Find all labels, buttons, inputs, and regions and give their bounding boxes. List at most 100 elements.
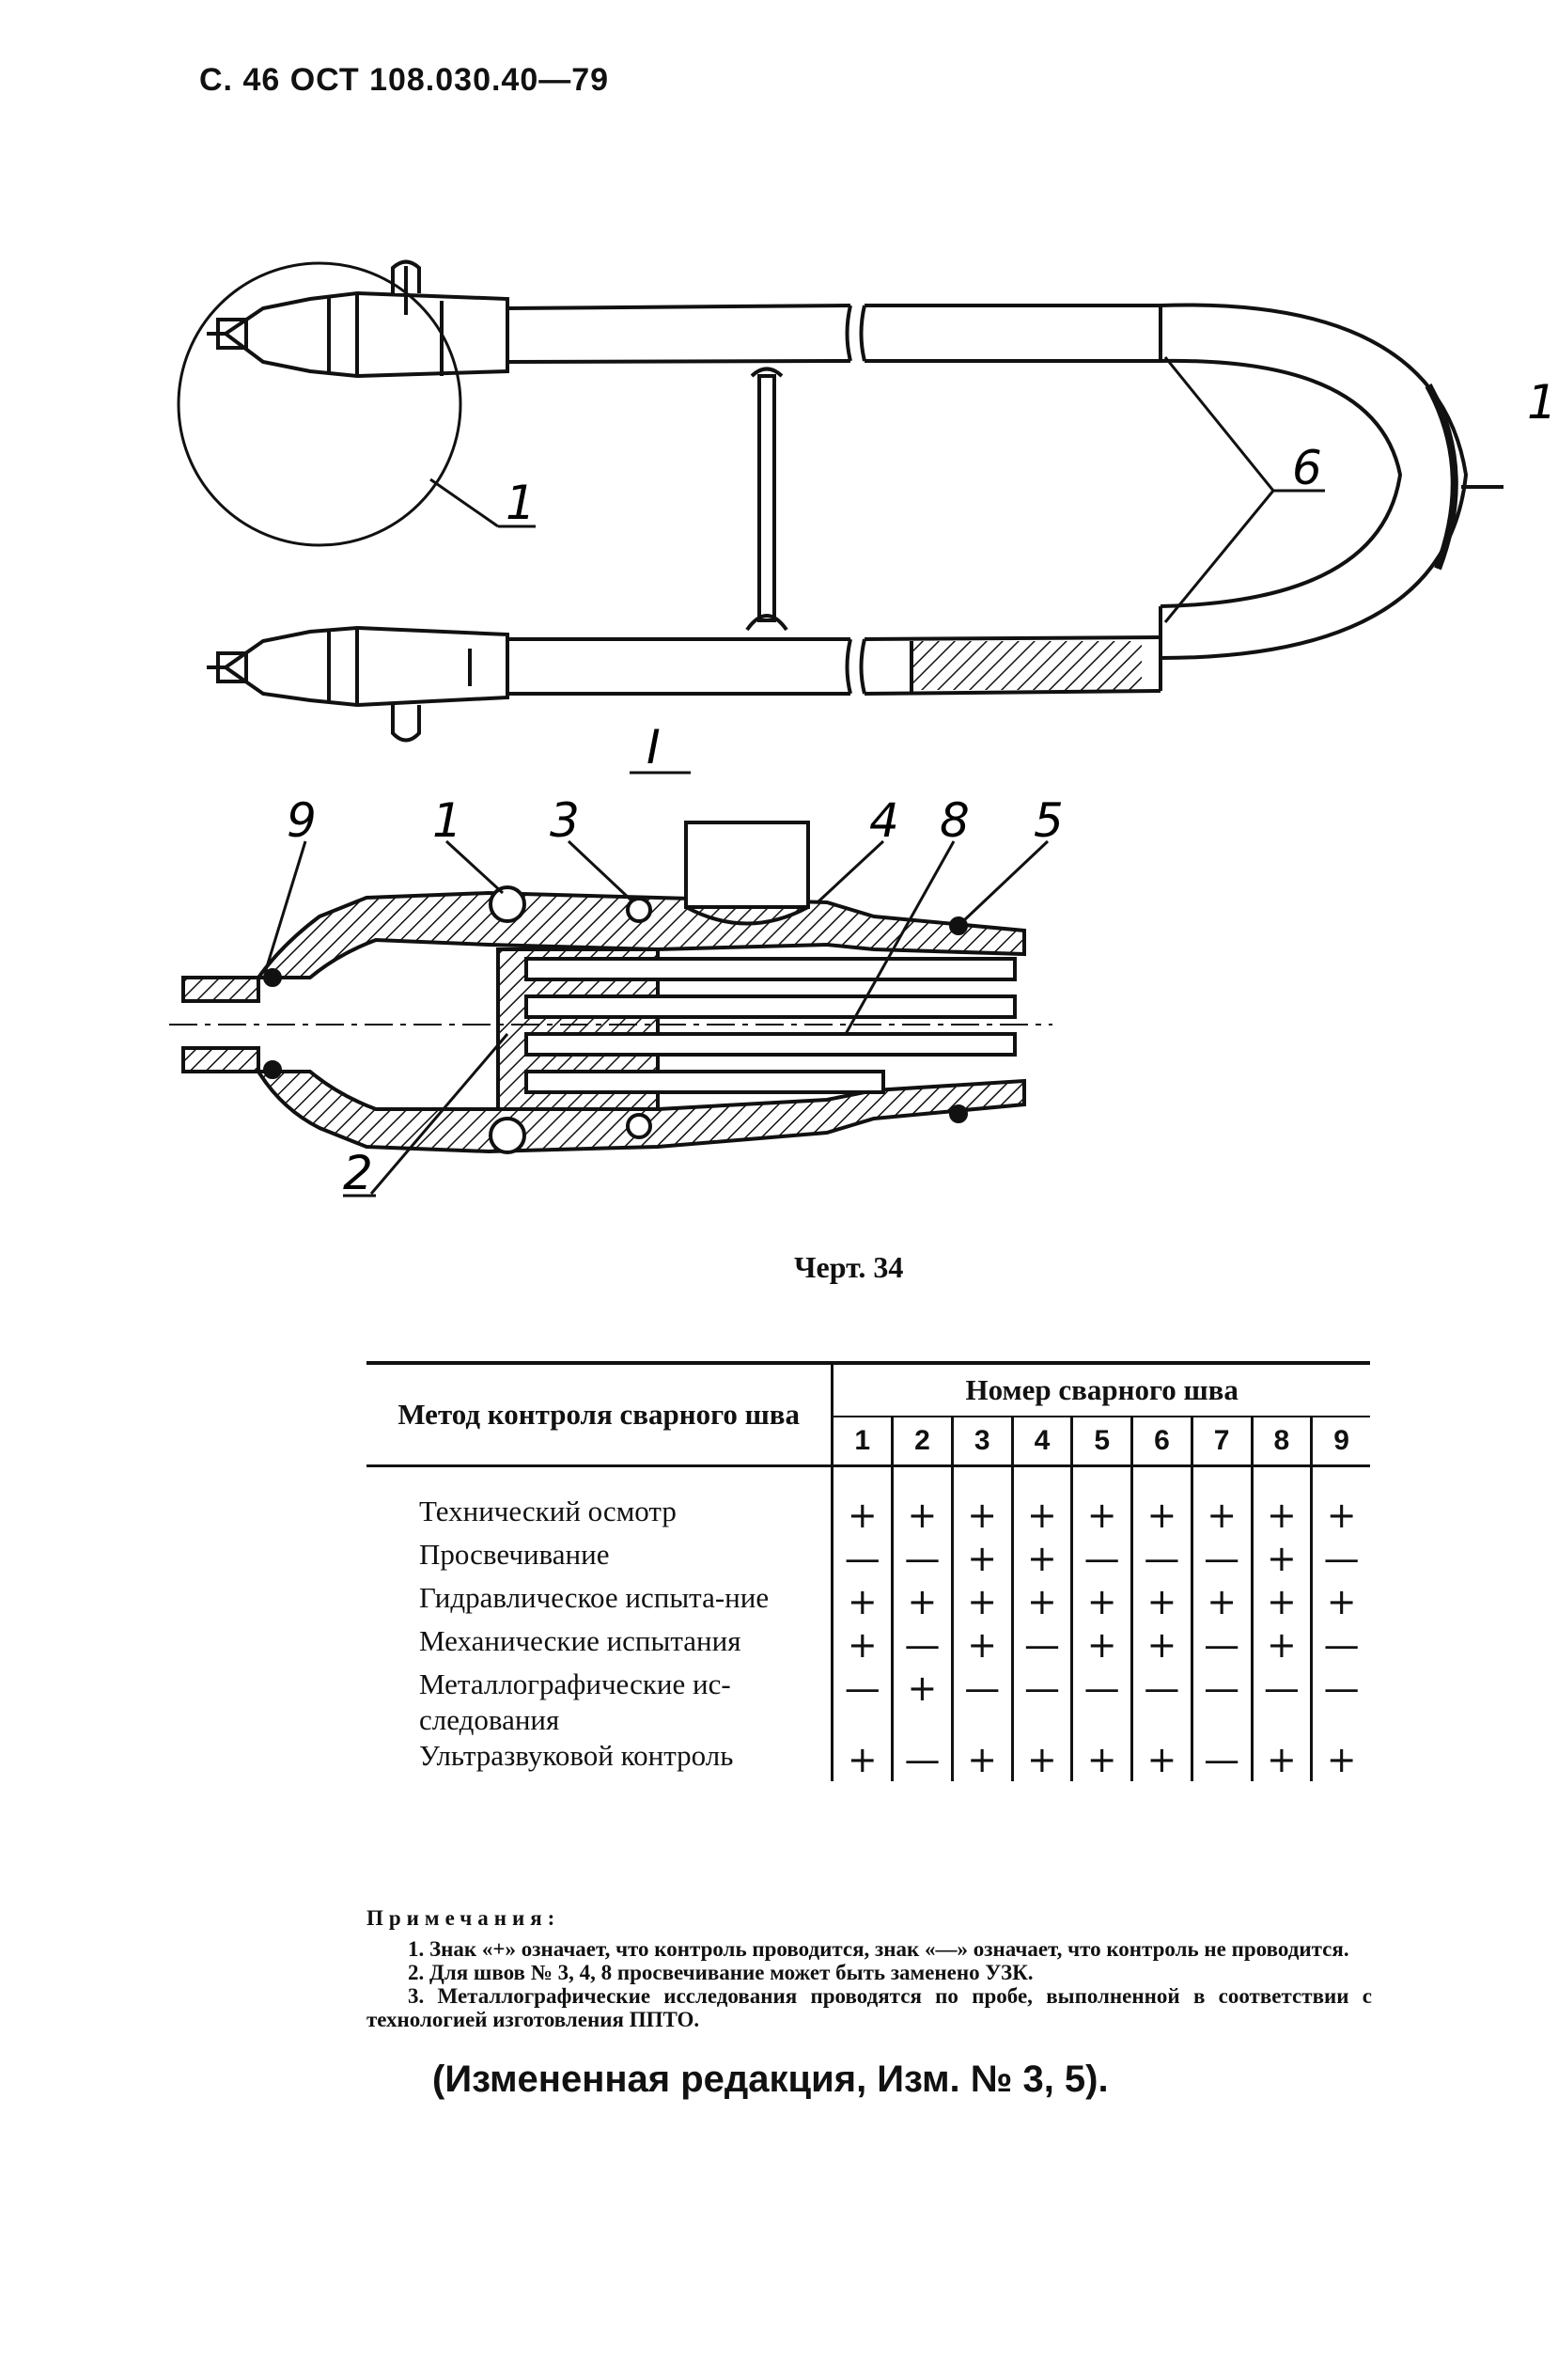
method-name: Металлографические ис-следования xyxy=(419,1668,731,1736)
mark-cell: + xyxy=(1250,1738,1312,1781)
mark-cell: + xyxy=(1250,1580,1312,1623)
mark-cell: + xyxy=(1070,1623,1132,1667)
method-name: Просвечивание xyxy=(419,1538,610,1571)
mark-cell: — xyxy=(950,1667,1013,1738)
mark-cell: — xyxy=(1310,1537,1370,1580)
amendment-note: (Измененная редакция, Изм. № 3, 5). xyxy=(432,2059,1109,2100)
mark-cell: + xyxy=(1070,1494,1132,1537)
label-detail-3: 3 xyxy=(550,793,580,848)
note-item: 3. Металлографические исследования прово… xyxy=(366,1984,1372,2031)
mark-cell: — xyxy=(1190,1623,1253,1667)
method-column-header: Метод контроля сварного шва xyxy=(366,1361,833,1467)
mark-cell: — xyxy=(1010,1667,1072,1738)
mark-cell: + xyxy=(1010,1494,1072,1537)
method-name: Гидравлическое испыта-ние xyxy=(419,1581,770,1614)
mark-cell: + xyxy=(831,1494,893,1537)
mark-cell: + xyxy=(950,1494,1013,1537)
mark-cell: + xyxy=(831,1738,893,1781)
mark-cell: + xyxy=(1310,1494,1370,1537)
mark-cell: + xyxy=(1310,1580,1370,1623)
mark-cell: + xyxy=(950,1738,1013,1781)
table-row: Технический осмотр + + + + + + + + + xyxy=(366,1494,1370,1537)
label-main-1: 1 xyxy=(506,476,536,530)
notes-title: Примечания: xyxy=(366,1906,561,1930)
method-name: Технический осмотр xyxy=(419,1495,677,1527)
weld-number: 4 xyxy=(1010,1417,1072,1467)
mark-cell: — xyxy=(1190,1667,1253,1738)
table-row: Металлографические ис-следования — + — —… xyxy=(366,1667,1370,1738)
weld-number: 2 xyxy=(891,1417,953,1467)
weld-number: 6 xyxy=(1130,1417,1192,1467)
mark-cell: — xyxy=(891,1623,953,1667)
mark-cell: — xyxy=(831,1667,893,1738)
mark-cell: — xyxy=(1310,1623,1370,1667)
weld-number: 5 xyxy=(1070,1417,1132,1467)
mark-cell: + xyxy=(1310,1738,1370,1781)
mark-cell: — xyxy=(831,1537,893,1580)
weld-number: 1 xyxy=(831,1417,893,1467)
main-view xyxy=(177,259,1503,743)
label-detail-8: 8 xyxy=(940,793,970,848)
mark-cell: + xyxy=(831,1623,893,1667)
label-main-6: 6 xyxy=(1292,441,1322,495)
mark-cell: + xyxy=(950,1537,1013,1580)
mark-cell: — xyxy=(1010,1623,1072,1667)
weld-number-row: 1 2 3 4 5 6 7 8 9 xyxy=(366,1417,1370,1467)
mark-cell: + xyxy=(891,1580,953,1623)
label-detail-5: 5 xyxy=(1034,793,1064,848)
mark-cell: — xyxy=(1190,1738,1253,1781)
mark-cell: + xyxy=(1010,1738,1072,1781)
mark-cell: + xyxy=(1250,1623,1312,1667)
weld-number-group-header: Номер сварного шва xyxy=(831,1361,1370,1417)
mark-cell: + xyxy=(831,1580,893,1623)
label-main-1b: 1 xyxy=(1527,375,1557,430)
mark-cell: — xyxy=(1250,1667,1312,1738)
mark-cell: + xyxy=(950,1580,1013,1623)
technical-drawing: 1 6 1 I xyxy=(169,259,1557,1200)
detail-view xyxy=(169,821,1052,1198)
mark-cell: + xyxy=(891,1667,953,1738)
mark-cell: + xyxy=(1130,1580,1192,1623)
method-name: Механические испытания xyxy=(419,1624,741,1657)
label-detail-9: 9 xyxy=(287,793,317,848)
mark-cell: + xyxy=(1250,1494,1312,1537)
table-row: Гидравлическое испыта-ние + + + + + + + … xyxy=(366,1580,1370,1623)
table-row: Ультразвуковой контроль + — + + + + — + … xyxy=(366,1738,1370,1781)
weld-number: 7 xyxy=(1190,1417,1253,1467)
mark-cell: + xyxy=(1250,1537,1312,1580)
mark-cell: — xyxy=(891,1537,953,1580)
weld-number: 8 xyxy=(1250,1417,1312,1467)
mark-cell: + xyxy=(1010,1580,1072,1623)
label-detail-1: 1 xyxy=(432,793,462,848)
mark-cell: + xyxy=(891,1494,953,1537)
label-detail-4: 4 xyxy=(869,793,899,848)
note-item: 2. Для швов № 3, 4, 8 просвечивание може… xyxy=(408,1961,1034,1984)
notes-block: Примечания: 1. Знак «+» означает, что ко… xyxy=(366,1906,1372,2031)
weld-number: 3 xyxy=(950,1417,1013,1467)
mark-cell: + xyxy=(1070,1580,1132,1623)
mark-cell: + xyxy=(1130,1738,1192,1781)
weld-number: 9 xyxy=(1310,1417,1370,1467)
table-row: Механические испытания + — + — + + — + — xyxy=(366,1623,1370,1667)
page-header: С. 46 ОСТ 108.030.40—79 xyxy=(199,62,610,98)
mark-cell: — xyxy=(891,1738,953,1781)
detail-title: I xyxy=(647,720,661,775)
mark-cell: — xyxy=(1130,1537,1192,1580)
mark-cell: — xyxy=(1070,1667,1132,1738)
mark-cell: — xyxy=(1310,1667,1370,1738)
mark-cell: — xyxy=(1190,1537,1253,1580)
mark-cell: + xyxy=(950,1623,1013,1667)
method-name: Ультразвуковой контроль xyxy=(419,1739,734,1772)
mark-cell: + xyxy=(1190,1580,1253,1623)
weld-control-table: Метод контроля сварного шва Номер сварно… xyxy=(366,1361,1370,1781)
figure-caption: Черт. 34 xyxy=(794,1250,904,1284)
mark-cell: + xyxy=(1130,1494,1192,1537)
mark-cell: + xyxy=(1190,1494,1253,1537)
mark-cell: + xyxy=(1130,1623,1192,1667)
mark-cell: — xyxy=(1130,1667,1192,1738)
note-item: 1. Знак «+» означает, что контроль прово… xyxy=(408,1937,1349,1961)
label-detail-2: 2 xyxy=(343,1146,373,1200)
mark-cell: + xyxy=(1070,1738,1132,1781)
mark-cell: + xyxy=(1010,1537,1072,1580)
table-row: Просвечивание — — + + — — — + — xyxy=(366,1537,1370,1580)
